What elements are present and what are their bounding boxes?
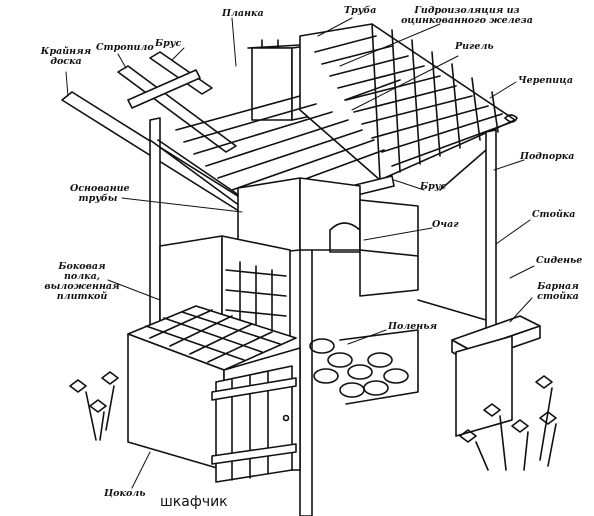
- label-podporka: Подпорка: [520, 151, 575, 162]
- label-brus-top: Брус: [155, 38, 182, 49]
- caption-shkafchik: шкафчик: [160, 494, 228, 510]
- label-osnovanie-truby: Основание трубы: [70, 183, 130, 204]
- label-bokovaya-polka: Боковая полка, выложенная плиткой: [44, 261, 120, 302]
- label-barnaya-stoika: Барная стойка: [537, 281, 579, 302]
- label-krainyaya-doska: Крайняя доска: [40, 46, 92, 67]
- label-truba: Труба: [344, 5, 377, 16]
- label-polenya: Поленья: [388, 321, 438, 332]
- tile-roof-drawing: [299, 23, 518, 181]
- leader-lines: [65, 17, 535, 489]
- label-brus-mid: Брус: [420, 181, 447, 192]
- label-ochag: Очаг: [432, 219, 459, 230]
- label-stoika: Стойка: [532, 209, 576, 220]
- label-cokol: Цоколь: [104, 488, 146, 499]
- label-gidroizolyaciya: Гидроизоляция из оцинкованного железа: [401, 5, 533, 26]
- label-stropilo: Стропило: [96, 42, 154, 53]
- firewood-drawing: [309, 329, 419, 405]
- label-rigel: Ригель: [455, 41, 494, 52]
- flowers-drawing: [69, 371, 557, 471]
- hearth-drawing: [159, 177, 419, 341]
- label-planka: Планка: [222, 8, 264, 19]
- cabinet-drawing: [211, 365, 297, 483]
- label-sidenie: Сиденье: [536, 255, 583, 266]
- label-cherepica: Черепица: [518, 75, 574, 86]
